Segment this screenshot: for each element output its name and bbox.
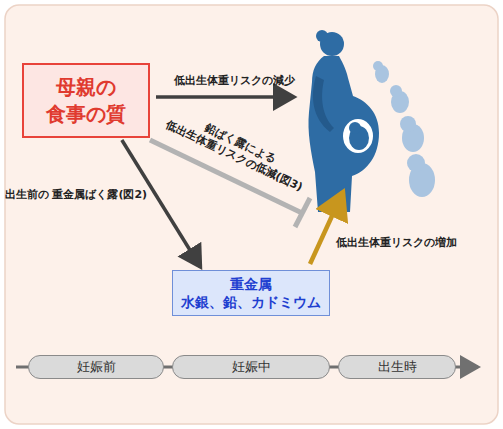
flow-arrow: [122, 140, 201, 267]
background-panel: [5, 5, 498, 424]
fetus-stages: [373, 61, 435, 197]
heavy-metal-box: 重金属水銀、鉛、カドミウム: [172, 270, 330, 316]
effect-label: 低出生体重リスクの増加: [336, 236, 496, 250]
node-text: 妊娠前: [77, 358, 116, 376]
increase-arrow: [310, 192, 343, 264]
node-text: 重金属: [230, 275, 272, 293]
fetus-in-womb: [343, 119, 373, 153]
node-text: 水銀、鉛、カドミウム: [181, 293, 321, 311]
node-text: 母親の 食事の質: [40, 74, 132, 128]
pregnant-woman: [308, 30, 379, 212]
node-text: 出生時: [378, 358, 417, 376]
timeline-stage: 妊娠前: [28, 355, 164, 379]
node-text: 妊娠中: [232, 358, 271, 376]
diet-quality-box: 母親の 食事の質: [22, 63, 150, 138]
edge-label: 出生前の 重金属ばく露(図2): [0, 188, 147, 202]
timeline-stage: 出生時: [338, 355, 456, 379]
timeline-stage: 妊娠中: [172, 355, 330, 379]
effect-label: 低出生体重リスクの減少: [164, 74, 304, 88]
reduce-arrow: [156, 95, 294, 99]
inhibition-bar: [295, 198, 310, 227]
